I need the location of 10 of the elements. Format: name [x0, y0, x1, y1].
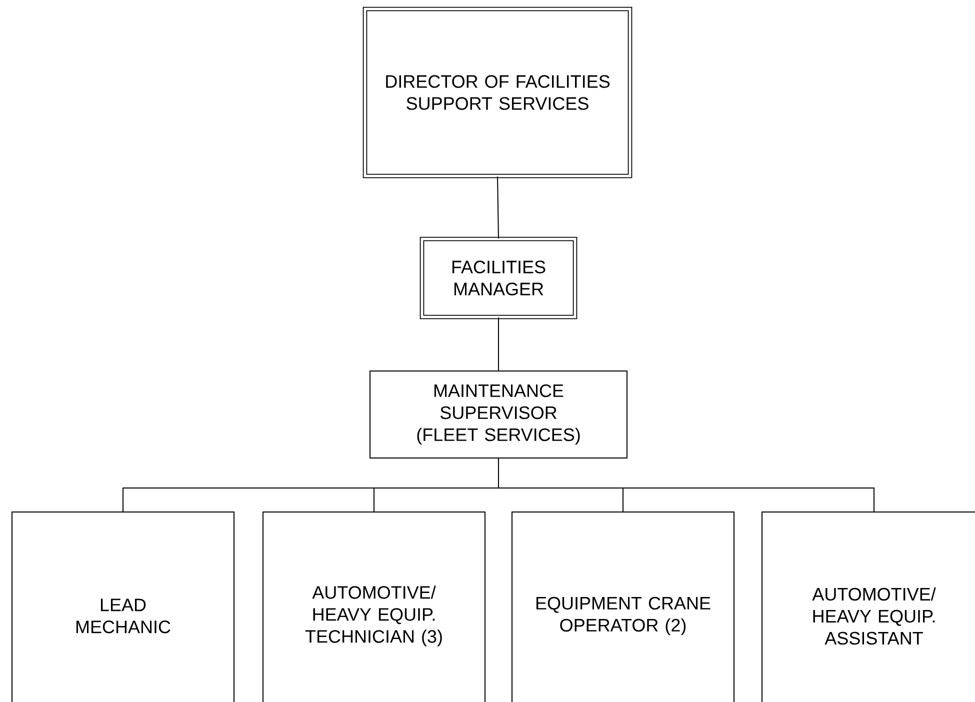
position-box: AUTOMOTIVE/ HEAVY EQUIP. TECHNICIAN (3) [262, 512, 486, 702]
connector-line [497, 176, 499, 240]
director-box: DIRECTOR OF FACILITIES SUPPORT SERVICES [362, 6, 632, 178]
supervisor-box: MAINTENANCE SUPERVISOR (FLEET SERVICES) [370, 370, 628, 458]
position-box: AUTOMOTIVE/ HEAVY EQUIP. ASSISTANT [762, 512, 975, 702]
connector-line [498, 316, 499, 371]
manager-box: FACILITIES MANAGER [420, 236, 578, 320]
connector-line [498, 458, 874, 512]
position-box: EQUIPMENT CRANE OPERATOR (2) [512, 512, 734, 702]
position-box: LEAD MECHANIC [12, 512, 234, 702]
